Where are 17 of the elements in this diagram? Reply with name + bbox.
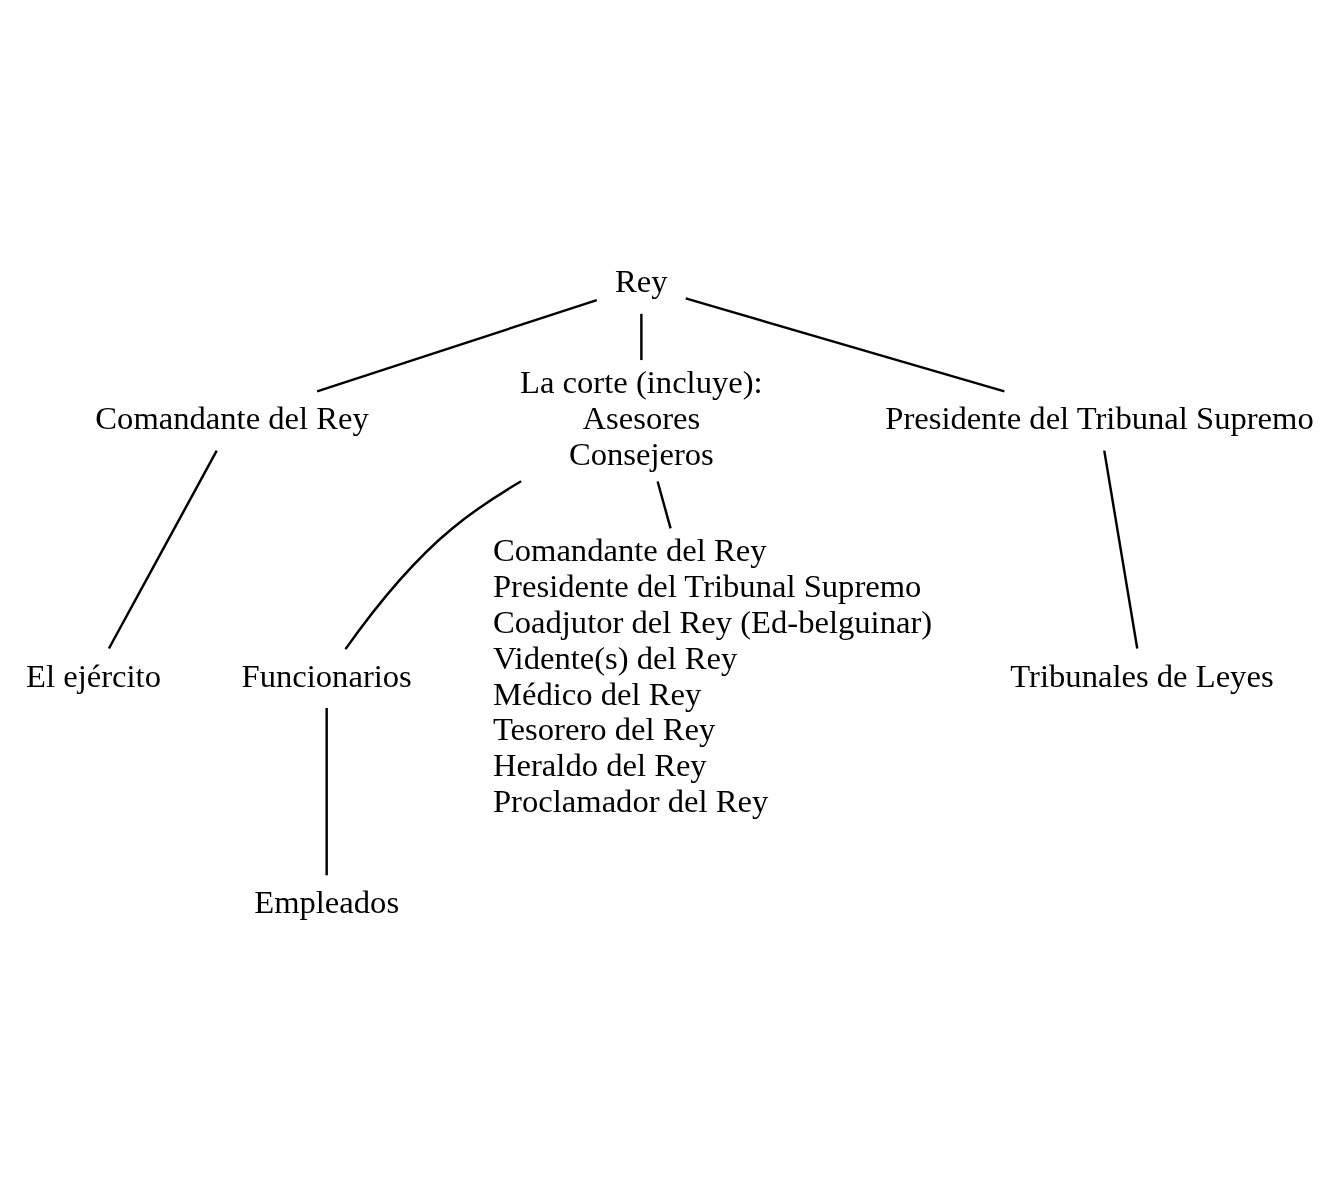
connector — [685, 296, 1005, 393]
node-text: Presidente del Tribunal Supremo — [885, 399, 1314, 436]
node-text: El ejército — [26, 657, 161, 694]
node-text: Funcionarios — [241, 657, 412, 694]
node-text: Comandante del Rey — [95, 399, 369, 436]
node-text: La corte (incluye): Asesores Consejeros — [520, 363, 763, 472]
connector — [325, 707, 328, 875]
node-text: Comandante del Rey Presidente del Tribunal Supremo Coadjutor del Rey (Ed-belguinar) Vidente(s) del Rey Médico del Rey Tesorero del Rey Heraldo del Rey Proclamador del Rey — [492, 531, 933, 819]
node-text: Empleados — [254, 883, 400, 920]
connector — [316, 298, 598, 393]
connector — [640, 313, 643, 360]
connector — [1103, 449, 1139, 649]
node-text: Tribunales de Leyes — [1010, 657, 1274, 694]
connector — [656, 480, 672, 529]
connector — [107, 449, 218, 649]
connector — [344, 479, 522, 650]
node-text: Rey — [615, 262, 668, 299]
